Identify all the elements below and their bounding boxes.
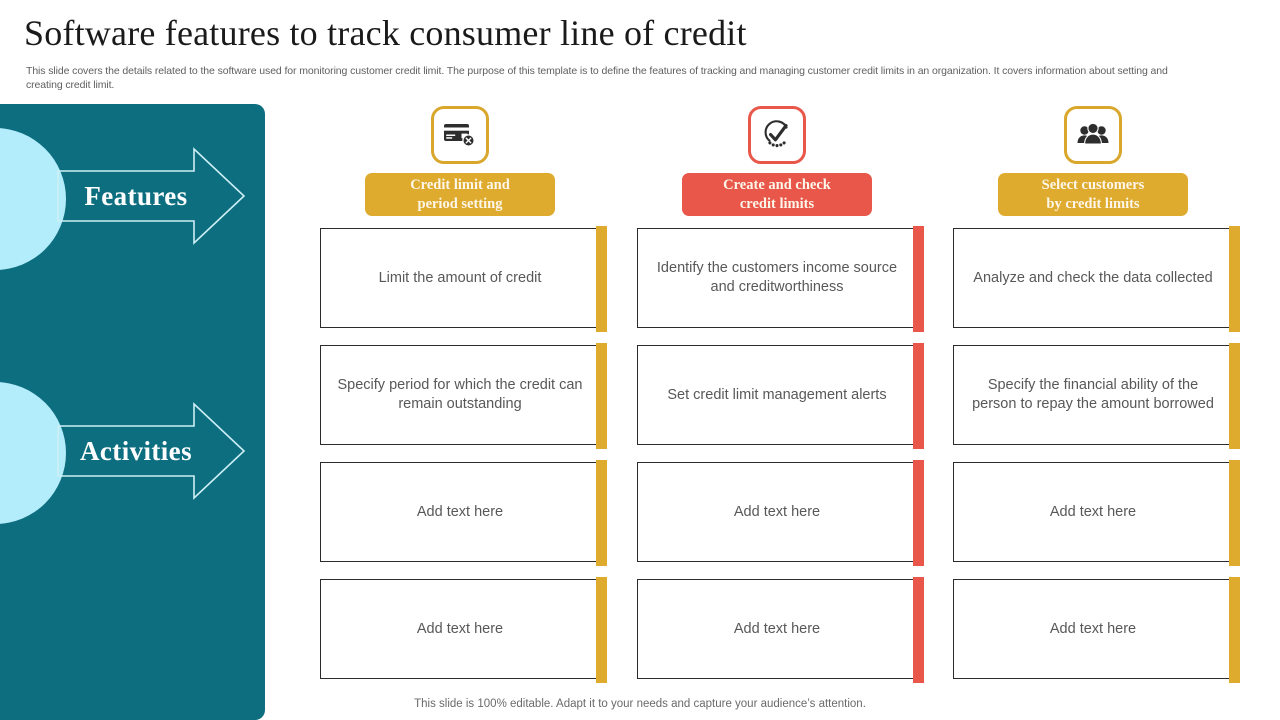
features-arrow-label: Features — [84, 180, 188, 211]
page-title: Software features to track consumer line… — [24, 13, 747, 53]
card-text: Add text here — [416, 503, 504, 520]
card-item[interactable]: Limit the amount of credit — [320, 226, 607, 332]
card-text: Add text here — [733, 503, 821, 520]
column-title-line2: period setting — [417, 195, 503, 212]
column-select-customers-by-credit-limits: Select customers by credit limits Analyz… — [953, 106, 1240, 696]
card-text: Specify period for which the credit can … — [337, 377, 583, 412]
column-title-line1: Create and check — [723, 176, 831, 193]
card-item[interactable]: Add text here — [637, 577, 924, 683]
card-accent-bar — [1229, 226, 1240, 332]
features-arrow[interactable]: Features — [56, 143, 246, 249]
card-accent-bar — [913, 226, 924, 332]
column-create-and-check-credit-limits: Create and check credit limits Identify … — [637, 106, 924, 696]
column-title-line2: credit limits — [739, 195, 815, 212]
column-credit-limit-and-period-setting: Credit limit and period setting Limit th… — [320, 106, 607, 696]
card-accent-bar — [596, 577, 607, 683]
card-item[interactable]: Add text here — [953, 460, 1240, 566]
card-text: Add text here — [416, 620, 504, 637]
select-customers-icon-tile — [1064, 106, 1122, 164]
column-title-line1: Credit limit and — [410, 176, 510, 193]
card-text: Add text here — [1049, 620, 1137, 637]
credit-card-blocked-icon — [444, 124, 475, 147]
card-item[interactable]: Identify the customers income source and… — [637, 226, 924, 332]
card-item[interactable]: Add text here — [320, 577, 607, 683]
card-accent-bar — [596, 460, 607, 566]
card-accent-bar — [596, 343, 607, 449]
card-text: Add text here — [733, 620, 821, 637]
card-item[interactable]: Add text here — [953, 577, 1240, 683]
credit-limit-icon-tile — [431, 106, 489, 164]
card-item[interactable]: Specify the financial ability of the per… — [953, 343, 1240, 449]
people-group-icon — [1077, 122, 1109, 145]
card-item[interactable]: Specify period for which the credit can … — [320, 343, 607, 449]
left-sidebar-panel: Features Activities — [0, 104, 265, 720]
card-item[interactable]: Analyze and check the data collected — [953, 226, 1240, 332]
activities-arrow-label: Activities — [80, 435, 192, 466]
card-accent-bar — [596, 226, 607, 332]
card-item[interactable]: Add text here — [637, 460, 924, 566]
card-text: Add text here — [1049, 503, 1137, 520]
create-check-icon-tile — [748, 106, 806, 164]
card-accent-bar — [913, 577, 924, 683]
card-accent-bar — [1229, 577, 1240, 683]
column-title-select-customers: Select customers by credit limits — [998, 173, 1188, 216]
card-accent-bar — [1229, 460, 1240, 566]
card-text: Limit the amount of credit — [378, 269, 542, 286]
check-circle-gauge-icon — [764, 120, 788, 148]
card-accent-bar — [1229, 343, 1240, 449]
column-title-line1: Select customers — [1041, 176, 1145, 193]
card-list: Analyze and check the data collected Spe… — [953, 226, 1240, 683]
slide-description: This slide covers the details related to… — [26, 65, 1168, 91]
column-title-create-check: Create and check credit limits — [682, 173, 872, 216]
card-text: Identify the customers income source and… — [656, 260, 898, 295]
card-accent-bar — [913, 343, 924, 449]
card-text: Set credit limit management alerts — [667, 386, 887, 403]
column-title-credit-limit: Credit limit and period setting — [365, 173, 555, 216]
footer-note: This slide is 100% editable. Adapt it to… — [414, 698, 866, 710]
arrow-right-icon — [57, 147, 246, 245]
card-item[interactable]: Set credit limit management alerts — [637, 343, 924, 449]
card-list: Identify the customers income source and… — [637, 226, 924, 683]
arrow-right-icon — [57, 402, 246, 500]
card-item[interactable]: Add text here — [320, 460, 607, 566]
card-list: Limit the amount of credit Specify perio… — [320, 226, 607, 683]
card-text: Analyze and check the data collected — [973, 269, 1213, 286]
card-accent-bar — [913, 460, 924, 566]
activities-arrow[interactable]: Activities — [56, 398, 246, 504]
card-text: Specify the financial ability of the per… — [972, 377, 1214, 412]
column-title-line2: by credit limits — [1046, 195, 1140, 212]
